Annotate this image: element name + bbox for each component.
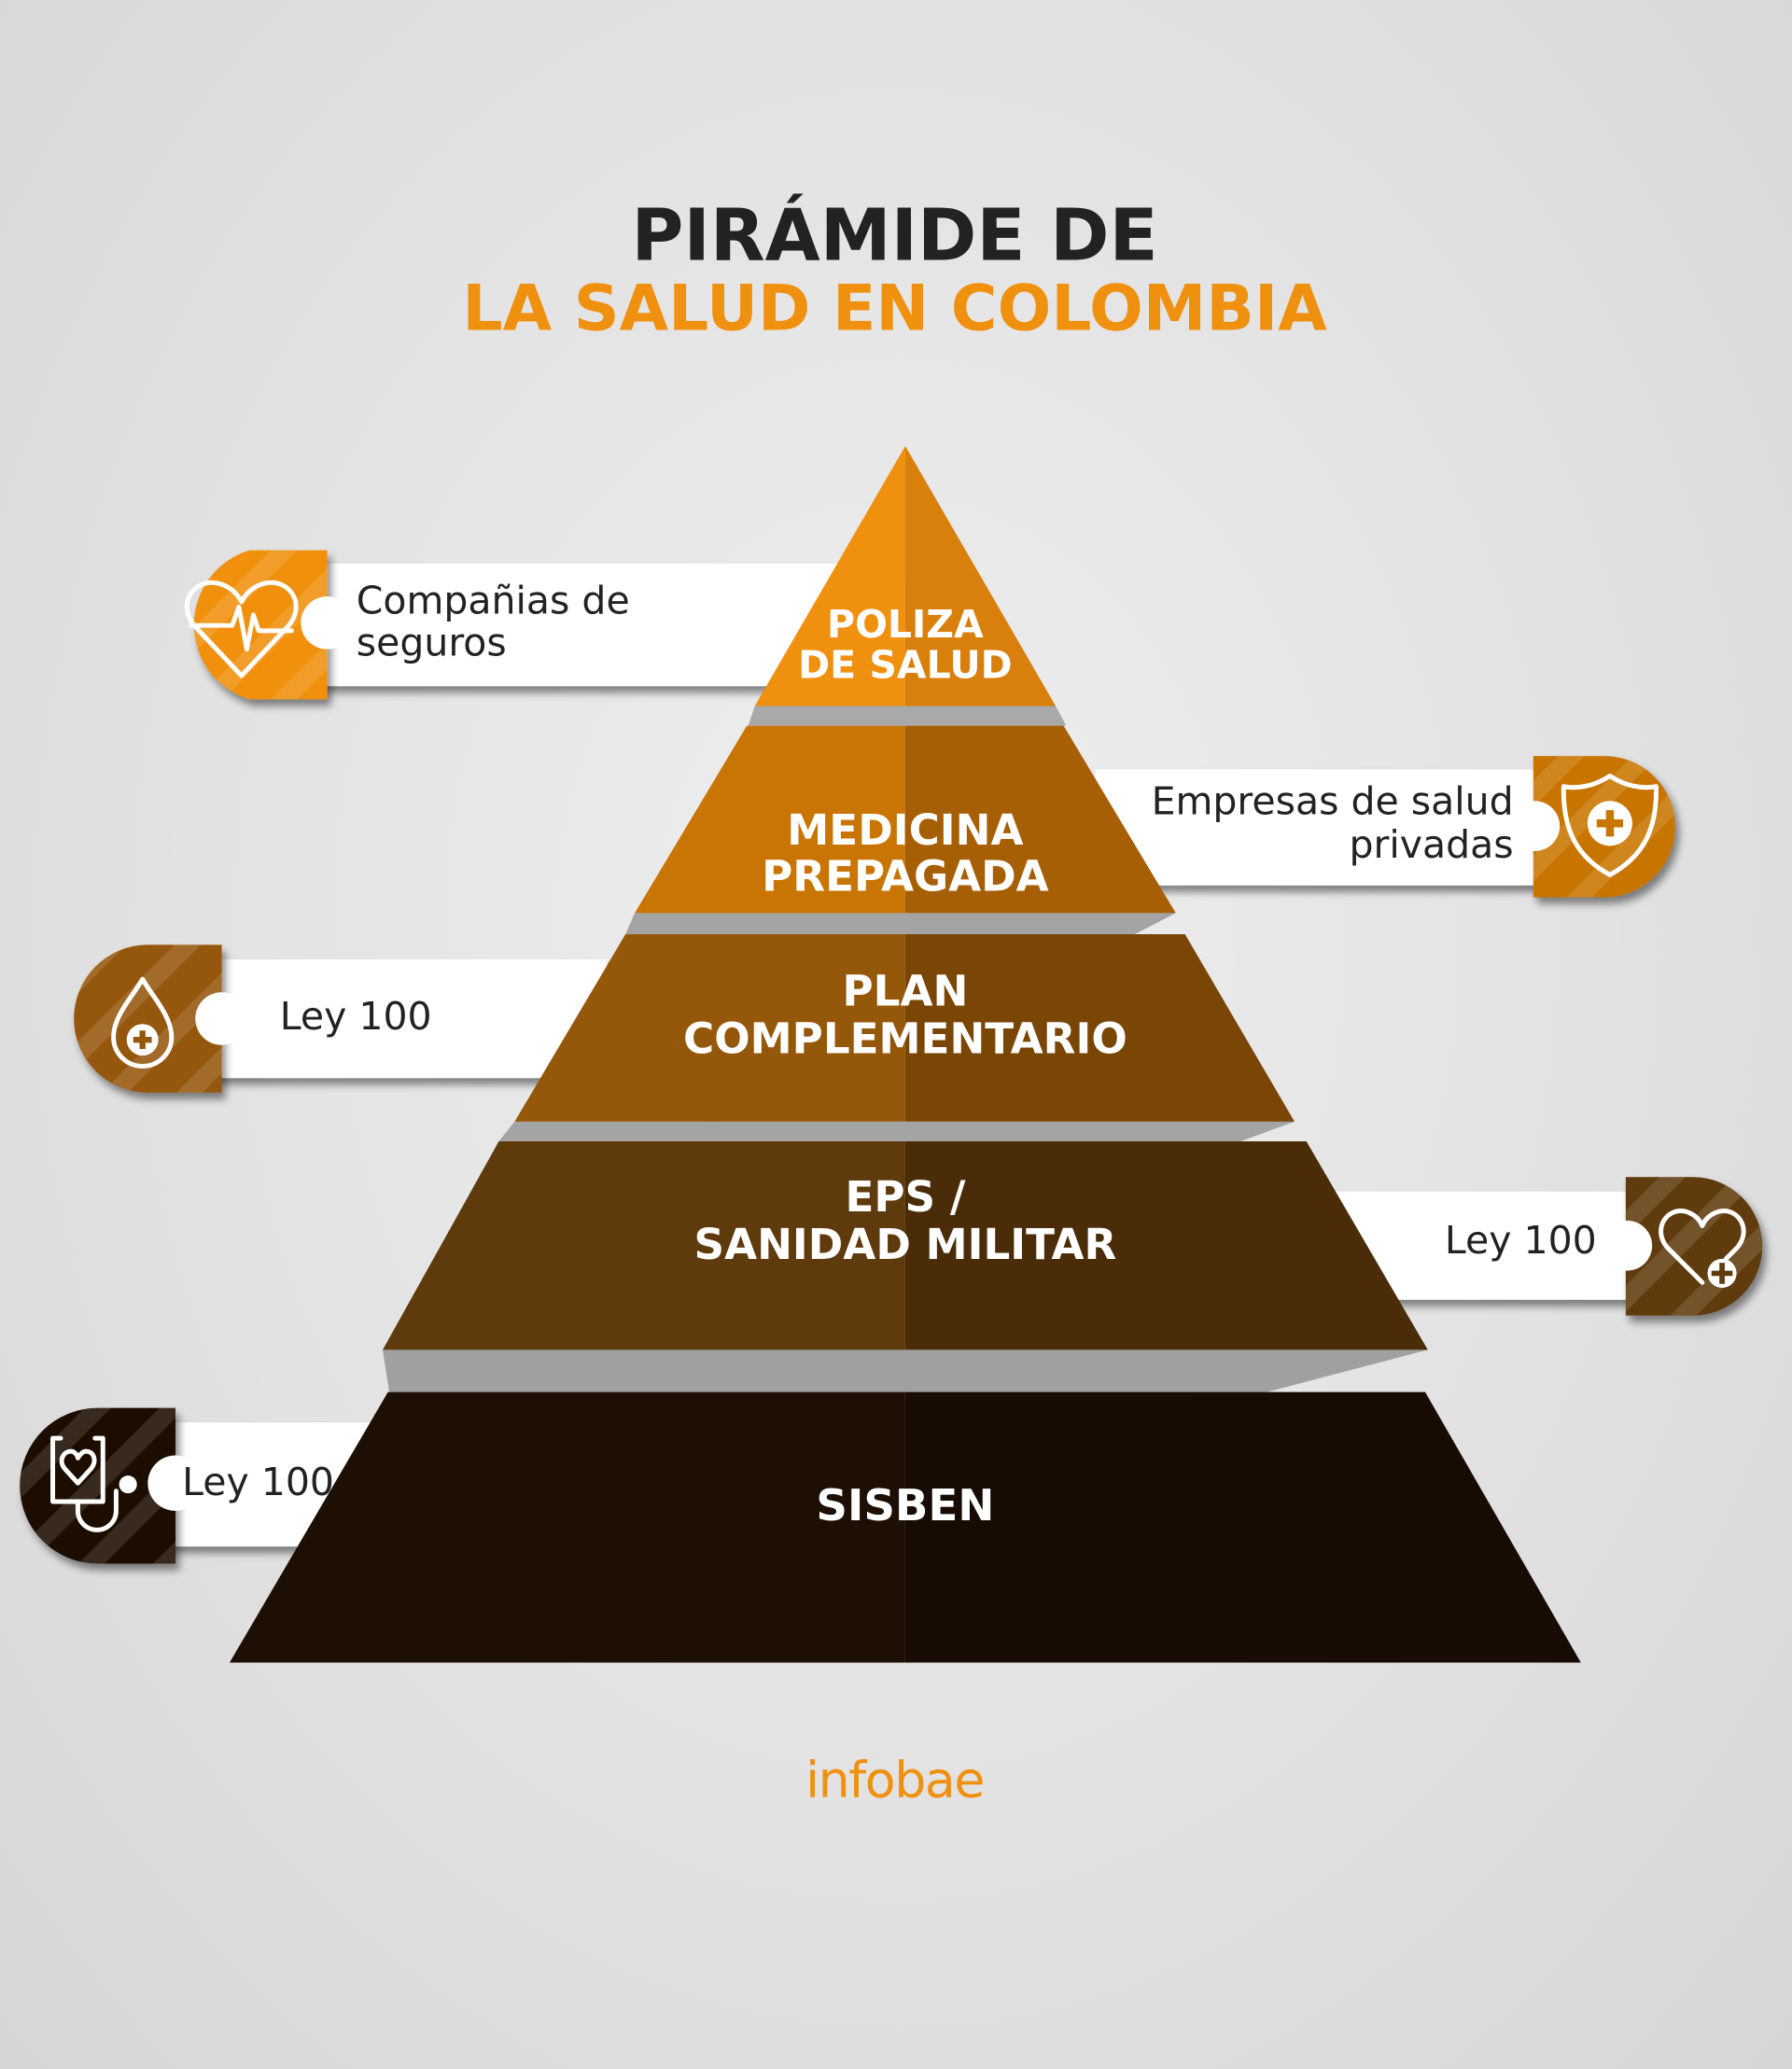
tier-medicina-prepagada[interactable]: MEDICINA PREPAGADA: [635, 725, 1176, 914]
health-pyramid: POLIZA DE SALUD MEDICINA PREPAGADA PLAN …: [230, 445, 1581, 1663]
title-line-1: PIRÁMIDE DE: [632, 194, 1158, 278]
callout-text: Compañias de: [357, 578, 630, 622]
tier-gap: [625, 913, 1176, 935]
callout-text: Ley 100: [1445, 1218, 1597, 1263]
tier-plan-complementario[interactable]: PLAN COMPLEMENTARIO: [514, 934, 1295, 1122]
blood-drop-icon: [111, 976, 175, 1069]
tier-label: COMPLEMENTARIO: [683, 1014, 1127, 1063]
callout-ley-100-plan: Ley 100: [74, 944, 608, 1093]
title-line-2: LA SALUD EN COLOMBIA: [462, 273, 1327, 346]
tier-label: DE SALUD: [798, 643, 1013, 688]
tier-gap: [748, 706, 1067, 726]
callout-insurance-companies: Compañias de seguros: [184, 550, 845, 700]
callout-text: Empresas de salud: [1152, 778, 1514, 823]
callout-ley-100-eps: Ley 100: [1332, 1177, 1763, 1316]
shield-cross-icon: [1561, 773, 1659, 877]
tier-label: SANIDAD MILITAR: [693, 1220, 1116, 1269]
heart-plus-icon: [1659, 1209, 1746, 1288]
heart-pulse-icon: [184, 580, 299, 678]
tier-label: POLIZA: [827, 602, 984, 647]
callout-text: privadas: [1350, 822, 1514, 867]
stethoscope-icon: [50, 1435, 137, 1532]
callout-private-health-companies: Empresas de salud privadas: [1095, 756, 1675, 898]
infobae-logo: infobae: [805, 1751, 984, 1810]
tier-label: SISBEN: [816, 1481, 994, 1531]
tier-gap: [383, 1349, 1428, 1392]
callout-text: seguros: [357, 621, 507, 665]
tier-label: PLAN: [842, 966, 968, 1015]
tier-sisben[interactable]: SISBEN: [230, 1391, 1581, 1663]
tier-poliza-de-salud[interactable]: POLIZA DE SALUD: [754, 445, 1057, 706]
tier-label: EPS /: [845, 1172, 965, 1222]
tier-gap: [498, 1121, 1295, 1142]
tier-label: PREPAGADA: [762, 851, 1049, 901]
callout-text: Ley 100: [182, 1460, 334, 1504]
callout-text: Ley 100: [280, 994, 432, 1039]
tier-eps-sanidad-militar[interactable]: EPS / SANIDAD MILITAR: [383, 1141, 1428, 1350]
tier-label: MEDICINA: [787, 805, 1023, 855]
